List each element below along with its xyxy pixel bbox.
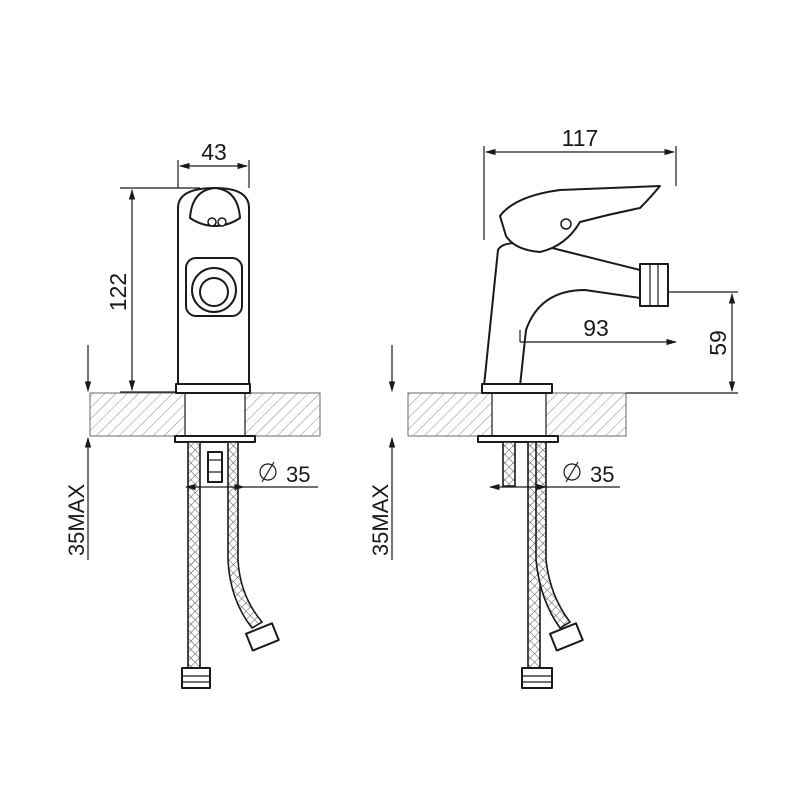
front-hose-nut-right bbox=[245, 622, 280, 652]
side-diameter-icon bbox=[563, 463, 581, 481]
side-mount-plate bbox=[477, 435, 559, 443]
side-hole-dim: 35 bbox=[590, 462, 614, 487]
side-reach-dim: 93 bbox=[583, 315, 609, 341]
side-hose-nut-right bbox=[549, 622, 584, 652]
side-counter-dim: 35MAX bbox=[368, 484, 393, 556]
front-aerator-housing bbox=[185, 257, 243, 317]
side-hose-nut-left bbox=[521, 667, 553, 689]
side-lever-handle bbox=[499, 185, 661, 253]
front-width-dim: 43 bbox=[201, 139, 227, 165]
side-height-dim: 59 bbox=[705, 330, 731, 356]
front-fixing-rod bbox=[207, 451, 223, 483]
front-lever-head bbox=[189, 187, 241, 227]
front-hose-right bbox=[227, 441, 264, 630]
front-counter-dim: 35MAX bbox=[64, 484, 89, 556]
side-length-dim: 117 bbox=[562, 125, 599, 151]
side-view: 117 93 59 35MAX 35 bbox=[368, 125, 738, 689]
side-faucet-body bbox=[483, 242, 641, 387]
side-aerator bbox=[639, 263, 669, 307]
front-diameter-icon bbox=[259, 463, 277, 481]
front-hose-nut-left bbox=[181, 667, 211, 689]
front-base-ring bbox=[175, 383, 251, 394]
side-base-ring bbox=[481, 383, 553, 394]
side-fixing-rod bbox=[502, 441, 516, 487]
front-hole-dim: 35 bbox=[286, 462, 310, 487]
front-height-dim: 122 bbox=[105, 273, 131, 311]
front-hose-left bbox=[187, 441, 201, 669]
front-mount-plate bbox=[174, 435, 256, 443]
front-view: 43 122 35MAX 35 bbox=[64, 139, 321, 689]
